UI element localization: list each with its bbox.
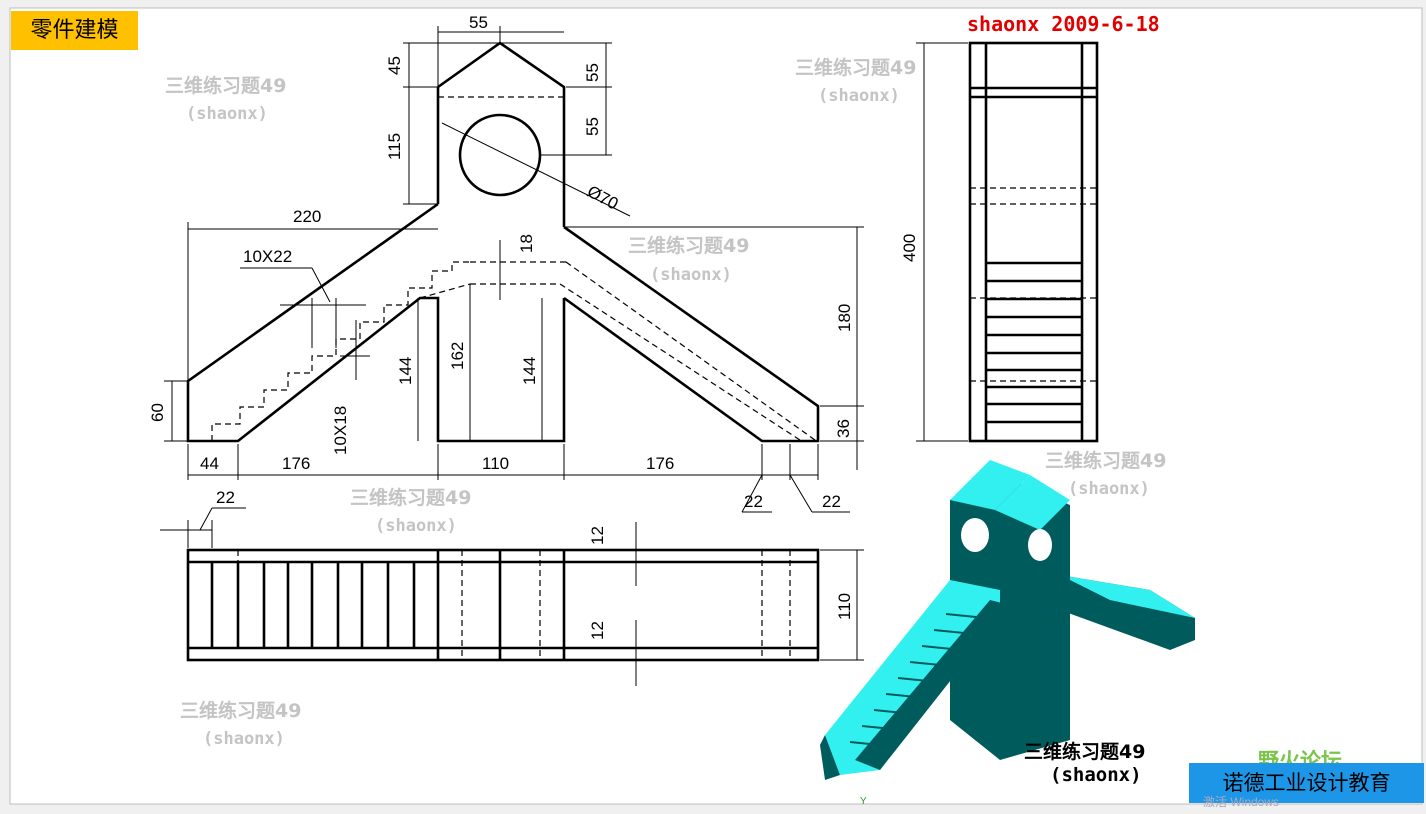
watermark-sub: (shaonx) — [1068, 479, 1150, 499]
iso-roof-right — [995, 475, 1070, 530]
side-stair-lines — [986, 261, 1082, 424]
iso-back-slide-top — [1060, 575, 1195, 618]
right-slide-hidden — [565, 261, 816, 441]
iso-roof-left — [950, 460, 1030, 510]
iso-stair-base — [820, 735, 840, 780]
iso-stair-side — [855, 600, 1010, 770]
watermark-sub: (shaonx) — [818, 86, 900, 106]
watermark-title: 三维练习题49 — [350, 486, 471, 509]
dim-55-a: 55 — [583, 63, 602, 82]
dim-22-c: 22 — [216, 488, 235, 507]
top-view-outline — [186, 548, 820, 662]
watermarks: 三维练习题49 (shaonx) 三维练习题49 (shaonx) 三维练习题4… — [165, 56, 1166, 749]
dim-144-a: 144 — [396, 357, 415, 385]
dim-180: 180 — [835, 304, 854, 332]
tower-roof-right — [437, 41, 566, 227]
iso-window-back — [1028, 529, 1052, 561]
watermark-title: 三维练习题49 — [180, 699, 301, 722]
title-badge: 零件建模 — [11, 11, 138, 50]
dim-60: 60 — [148, 403, 167, 422]
dim-22-a: 22 — [744, 492, 763, 511]
dim-12-a: 12 — [588, 526, 607, 545]
dim-144-b: 144 — [520, 357, 539, 385]
iso-window-front — [961, 518, 989, 552]
dim-110: 110 — [482, 454, 509, 473]
side-dimension-lines — [916, 42, 968, 442]
drawing-sheet — [9, 7, 1423, 805]
watermark-title: 三维练习题49 — [628, 234, 749, 257]
dim-22-b: 22 — [822, 492, 841, 511]
watermark-sub: (shaonx) — [650, 265, 732, 285]
stair-treads — [210, 550, 566, 660]
side-view-outline — [968, 41, 1099, 443]
dimension-lines — [164, 26, 864, 513]
side-view — [916, 41, 1099, 443]
top-view — [160, 507, 864, 686]
watermark-title: 三维练习题49 — [795, 56, 916, 79]
watermark-title: 三维练习题49 — [1045, 449, 1166, 472]
right-slide-outline — [563, 225, 820, 443]
dim-44: 44 — [200, 454, 219, 473]
iso-caption-sub: (shaonx) — [1050, 764, 1142, 786]
dim-55-top: 55 — [469, 13, 488, 32]
dim-110-top-view: 110 — [835, 593, 854, 620]
dim-45: 45 — [385, 56, 404, 75]
watermark-title: 三维练习题49 — [165, 74, 286, 97]
iso-stair-steps — [849, 613, 977, 746]
watermark-sub: (shaonx) — [203, 729, 285, 749]
top-dimension-lines — [160, 507, 864, 686]
watermark-sub: (shaonx) — [375, 516, 457, 536]
dim-115: 115 — [385, 133, 404, 160]
deck-hidden-3 — [559, 283, 801, 441]
front-view — [164, 26, 864, 513]
dim-162: 162 — [448, 342, 467, 370]
dim-176-b: 176 — [646, 454, 674, 473]
dim-10x22: 10X22 — [243, 247, 292, 266]
dim-55-b: 55 — [583, 117, 602, 136]
dim-220: 220 — [293, 207, 321, 226]
iso-back-slide — [1060, 575, 1195, 650]
dim-12-b: 12 — [588, 621, 607, 640]
deck-hidden — [419, 283, 471, 299]
system-activation-text: 激活 Windows — [1203, 795, 1280, 809]
dim-18: 18 — [517, 234, 536, 253]
dimension-labels: 55 45 55 55 115 Ø70 220 10X22 18 180 60 … — [148, 13, 919, 640]
dim-400: 400 — [900, 234, 919, 262]
dim-36: 36 — [834, 419, 853, 438]
footer-label: 诺德工业设计教育 — [1189, 763, 1424, 803]
axis-marker-y: Y — [860, 796, 867, 807]
author-stamp: shaonx 2009-6-18 — [967, 12, 1160, 36]
iso-caption-title: 三维练习题49 — [1024, 741, 1146, 763]
dim-176-a: 176 — [282, 454, 310, 473]
watermark-sub: (shaonx) — [186, 104, 268, 124]
dim-10x18: 10X18 — [331, 406, 350, 455]
isometric-view — [820, 460, 1195, 780]
